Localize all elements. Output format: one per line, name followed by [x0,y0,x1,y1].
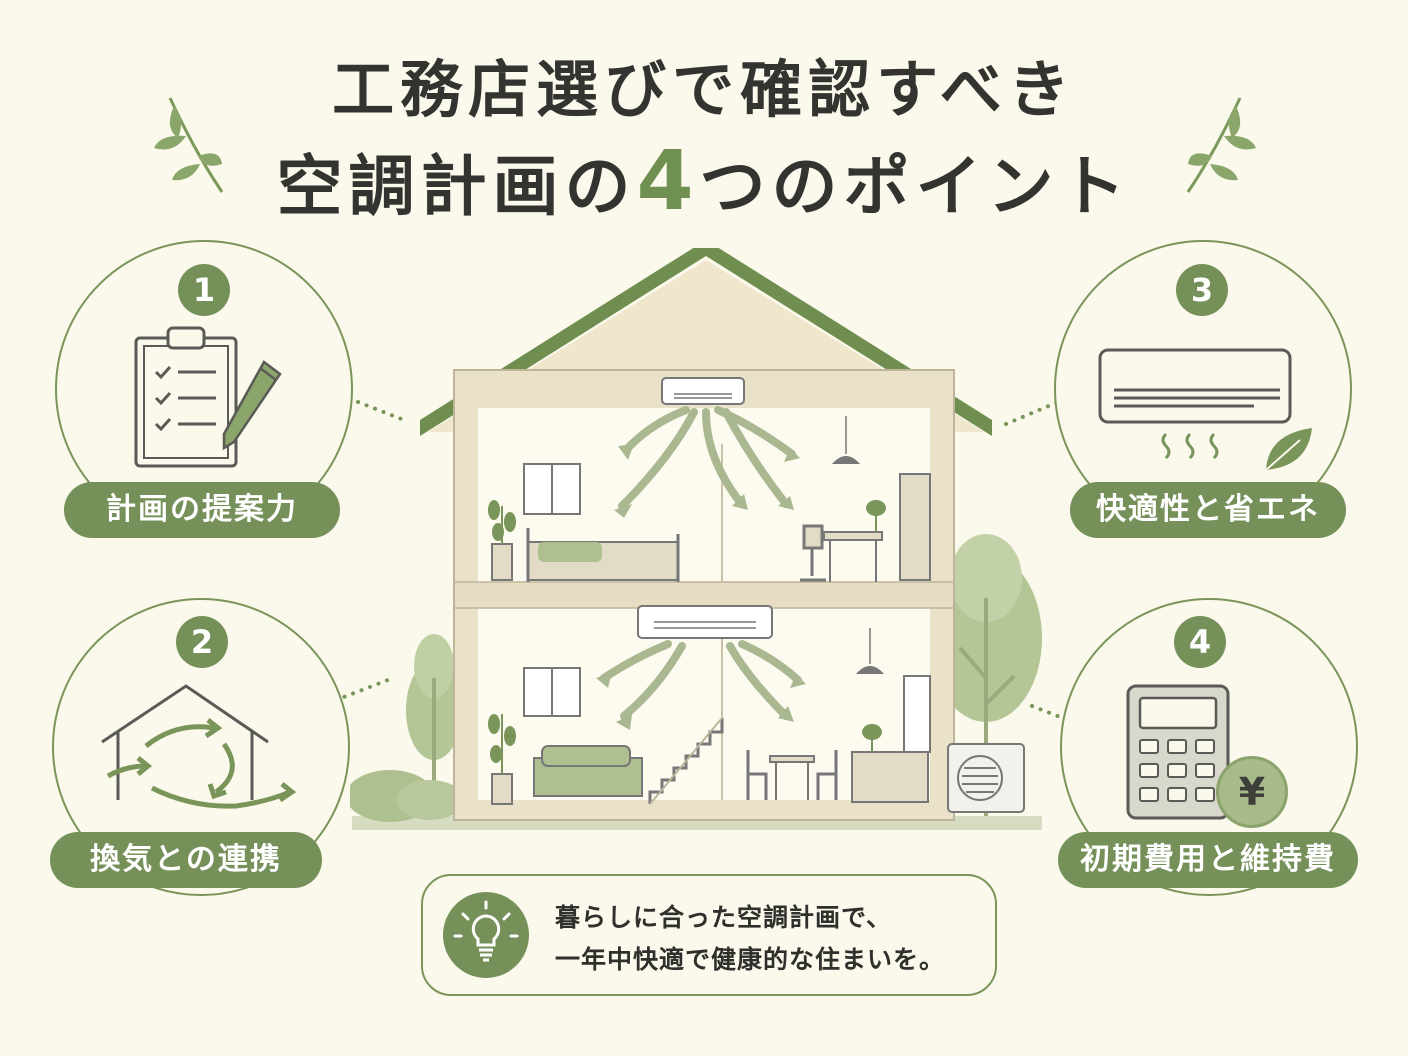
title-line-1: 工務店選びで確認すべき [332,53,1076,126]
title-line-2: 空調計画の4つのポイント [0,140,1408,229]
yen-symbol: ¥ [1238,770,1266,814]
point-3-label: 快適性と省エネ [1070,482,1346,538]
point-1-number-badge: 1 [178,264,230,316]
title-number: 4 [636,134,700,229]
air-conditioner-icon [1098,348,1312,471]
message-box: 暮らしに合った空調計画で、 一年中快適で健康的な住まいを。 [421,874,997,996]
clipboard-icon [134,326,282,468]
point-1-label: 計画の提案力 [64,482,340,538]
yen-coin-icon [1216,756,1288,828]
connector-dots-2 [334,678,390,702]
connector-dots-3 [1004,400,1060,426]
point-2-label: 換気との連携 [50,832,322,888]
lightbulb-icon [443,892,529,978]
house-illustration [350,248,1042,830]
ventilation-cycle-icon [101,684,297,809]
calculator-icon [1126,684,1230,820]
title-prefix: 空調計画の [276,148,637,225]
leaf-sprig-left-icon [154,97,224,193]
message-line-2: 一年中快適で健康的な住まいを。 [555,945,946,974]
point-2-number-badge: 2 [176,616,228,668]
point-4-label: 初期費用と維持費 [1058,832,1358,888]
title-suffix: つのポイント [699,148,1132,225]
leaf-sprig-right-icon [1186,97,1256,193]
connector-dots-1 [356,400,406,422]
point-4-number-badge: 4 [1174,616,1226,668]
point-3-number-badge: 3 [1176,264,1228,316]
message-line-1: 暮らしに合った空調計画で、 [555,903,893,932]
connector-dots-4 [1030,704,1080,726]
